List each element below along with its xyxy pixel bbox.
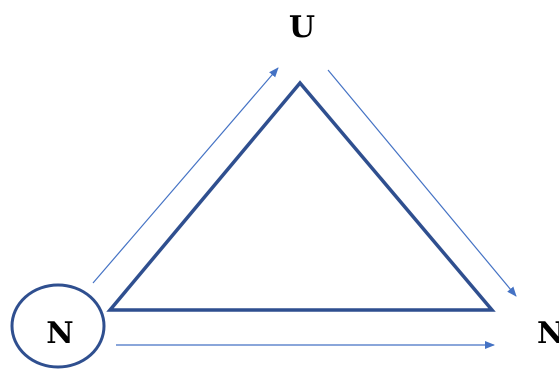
highlight-circle bbox=[10, 283, 106, 369]
node-label-bottom-left: N bbox=[46, 316, 73, 351]
arrow-left-to-top bbox=[92, 67, 279, 284]
arrow-top-to-right bbox=[327, 69, 517, 297]
central-triangle bbox=[106, 80, 496, 312]
node-label-top: U bbox=[289, 10, 315, 45]
node-label-bottom-right: N bbox=[537, 316, 559, 351]
